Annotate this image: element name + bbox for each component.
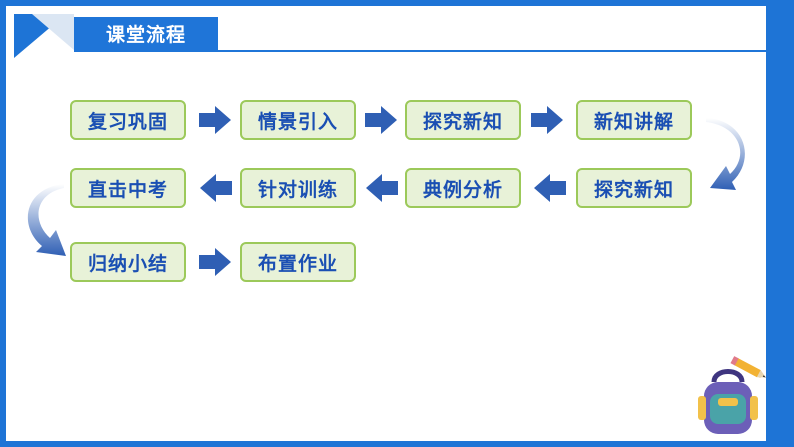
step-10: 布置作业 [240, 242, 356, 282]
step-9: 归纳小结 [70, 242, 186, 282]
step-6: 典例分析 [405, 168, 521, 208]
top-border [0, 0, 794, 8]
step-2: 情景引入 [240, 100, 356, 140]
right-arrow-icon [531, 106, 563, 134]
pencil-icon [730, 356, 766, 378]
step-7: 针对训练 [240, 168, 356, 208]
corner-decoration-icon [14, 14, 74, 58]
page-title: 课堂流程 [74, 17, 218, 50]
slide-canvas [6, 6, 788, 441]
step-5: 探究新知 [576, 168, 692, 208]
curved-arrow-icon [27, 184, 66, 256]
right-arrow-icon [199, 106, 231, 134]
step-8: 直击中考 [70, 168, 186, 208]
step-4: 新知讲解 [576, 100, 692, 140]
step-1: 复习巩固 [70, 100, 186, 140]
bottom-border [0, 441, 794, 447]
left-arrow-icon [200, 174, 232, 202]
curved-arrow-icon [706, 118, 745, 190]
left-arrow-icon [534, 174, 566, 202]
right-arrow-icon [365, 106, 397, 134]
step-3: 探究新知 [405, 100, 521, 140]
title-underline [74, 50, 770, 52]
left-arrow-icon [366, 174, 398, 202]
right-arrow-icon [199, 248, 231, 276]
right-border [766, 0, 794, 447]
